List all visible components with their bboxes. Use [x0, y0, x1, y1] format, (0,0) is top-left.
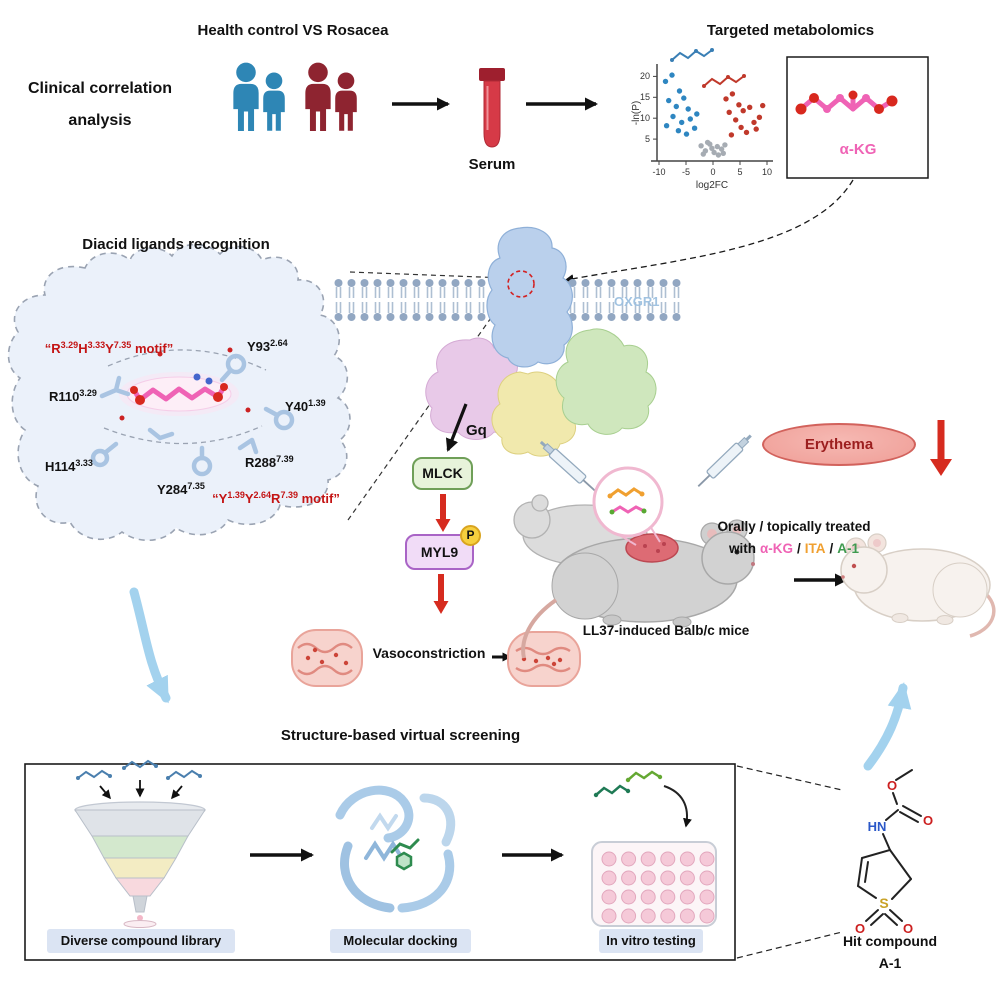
volcano-xtick-n5: -5 [682, 167, 690, 177]
mlck-to-myl9-arrow [435, 494, 451, 532]
library-label: Diverse compound library [47, 929, 235, 953]
well-plate-wells [601, 851, 715, 924]
gq-label: Gq [466, 422, 487, 439]
akg-molecule-box [786, 56, 929, 179]
residue-label-r288: R2887.39 [245, 454, 294, 470]
magnifier-circle-icon [592, 466, 664, 538]
receptor-name-label: OXGR1 [614, 294, 660, 309]
zoom-wedge-line-top [349, 271, 507, 279]
akg-label: α-KG [839, 141, 877, 158]
pocket-title: Diacid ligands recognition [82, 236, 270, 253]
mlck-box: MLCK [412, 457, 473, 490]
mouse-model-label: LL37-induced Balb/c mice [582, 623, 750, 638]
erythema-badge: Erythema [762, 423, 916, 466]
volcano-xlabel: log2FC [696, 180, 728, 191]
gq-signal-arrow [445, 403, 468, 452]
health-control-person-1-icon [233, 62, 259, 132]
invitro-testing [591, 770, 717, 927]
rosacea-person-2-icon [335, 72, 357, 131]
docking-protein [335, 785, 456, 913]
zoom-wedge-line-bottom [347, 290, 511, 521]
g-protein-complex [425, 328, 657, 457]
g-protein-gamma-surface [555, 328, 657, 435]
hit-compound-label-line1: Hit compound [842, 933, 938, 949]
recovered-mouse [840, 533, 996, 638]
oxygen-atom-label: O [855, 921, 865, 936]
volcano-scatter-points [662, 72, 766, 158]
hit-compound-label-line2: A-1 [878, 955, 902, 971]
motif-label-top: “R3.29H3.33Y7.35 motif” [44, 340, 174, 356]
skin-lesion [625, 533, 679, 563]
residue-label-y40: Y401.39 [285, 398, 326, 414]
oxygen-atom-label: O [887, 778, 897, 793]
akg-molecule-atoms [795, 90, 898, 115]
volcano-ytick-10: 10 [640, 113, 650, 123]
volcano-ytick-20: 20 [640, 71, 650, 81]
blue-cycle-arrow-right [863, 682, 912, 771]
residue-label-r110: R1103.29 [49, 388, 97, 404]
volcano-molecule-sketches [670, 48, 746, 88]
comparison-title: Health control VS Rosacea [197, 22, 389, 39]
hit-compound-structure: S O O O O HN [855, 769, 933, 936]
volcano-xtick-0: 0 [710, 167, 715, 177]
blue-cycle-arrow-left [129, 587, 171, 704]
compound-funnel [74, 759, 206, 928]
dashed-link-akg-to-receptor [564, 179, 854, 284]
syringe-right-icon [697, 434, 752, 487]
volcano-plot: 20 15 10 5 -10 -5 0 5 10 -ln(P) log2FC [631, 48, 773, 191]
volcano-xtick-n10: -10 [652, 167, 665, 177]
volcano-xtick-5: 5 [737, 167, 742, 177]
dashed-link-panel-to-hit-bottom [736, 931, 843, 959]
volcano-ylabel: -ln(P) [631, 101, 642, 125]
myl9-box: MYL9 [405, 534, 474, 570]
invitro-label: In vitro testing [599, 929, 703, 953]
motif-label-bottom: “Y1.39Y2.64R7.39 motif” [212, 490, 340, 506]
binding-pocket-blob [7, 243, 351, 542]
treatment-label-line1: Orally / topically treated [717, 519, 871, 534]
people-icons [233, 62, 357, 132]
health-control-person-2-icon [263, 72, 285, 131]
binding-site-dashed-circle [507, 270, 535, 298]
sulfur-atom-label: S [879, 895, 888, 911]
residue-label-y93: Y932.64 [247, 338, 288, 354]
treated-mice-illustration [513, 434, 755, 659]
drug-akg-label: α-KG [759, 541, 793, 556]
syringe-left-icon [539, 440, 596, 492]
vessel-constricted [507, 631, 581, 687]
docking-label: Molecular docking [330, 929, 471, 953]
amine-group-label: HN [868, 819, 887, 834]
vasoconstriction-label: Vasoconstriction [372, 645, 486, 661]
drug-a1-label: A-1 [837, 541, 860, 556]
erythema-down-arrow [930, 420, 952, 476]
volcano-ytick-15: 15 [640, 92, 650, 102]
dashed-link-panel-to-hit-top [736, 765, 843, 791]
rosacea-person-1-icon [305, 62, 331, 132]
serum-label: Serum [468, 156, 516, 173]
pocket-ligand-atoms [119, 347, 251, 421]
blood-tube-icon [479, 68, 505, 148]
screening-title: Structure-based virtual screening [280, 727, 521, 744]
volcano-xtick-10: 10 [762, 167, 772, 177]
oxygen-atom-label: O [923, 813, 933, 828]
residue-label-h114: H1143.33 [45, 458, 93, 474]
metabolomics-title: Targeted metabolomics [706, 22, 875, 39]
clinical-analysis-label-line1: Clinical correlation [27, 80, 173, 97]
vessel-normal [291, 629, 363, 687]
myl9-to-vessel-arrow [433, 574, 449, 614]
oxygen-atom-label: O [903, 921, 913, 936]
volcano-ytick-5: 5 [645, 134, 650, 144]
oxgr1-receptor-surface [486, 226, 573, 368]
residue-label-y284: Y2847.35 [157, 481, 205, 497]
phospho-badge: P [460, 525, 481, 546]
clinical-analysis-label-line2: analysis [68, 112, 132, 129]
pocket-residue-sticks [90, 353, 295, 477]
drug-ita-label: ITA [804, 541, 826, 556]
